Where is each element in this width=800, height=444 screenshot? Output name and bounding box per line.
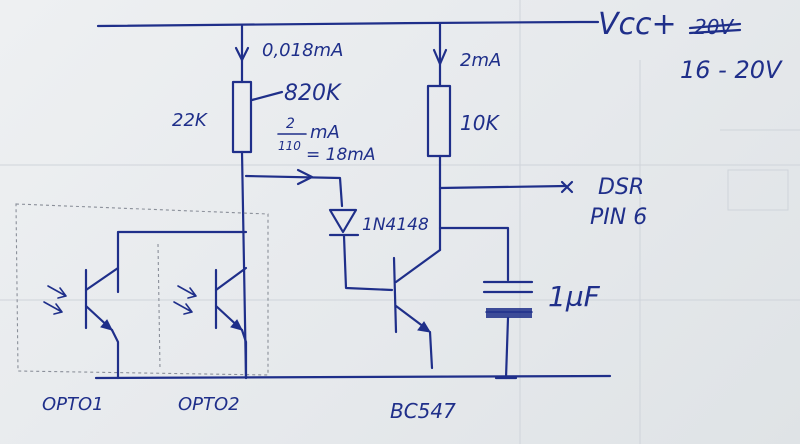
ground-rail — [94, 374, 612, 380]
opto2-label: OPTO2 — [178, 394, 240, 415]
diode-1n4148 — [328, 208, 394, 292]
current-arrow-left — [234, 46, 250, 62]
current-right-label: 2mA — [460, 50, 501, 71]
resistor-820k-leader — [250, 90, 284, 102]
resistor-820k-label: 820K — [284, 81, 342, 106]
current-arrow-diode — [296, 168, 314, 186]
resistor-22k-label: 22K — [172, 110, 208, 131]
capacitor-1uf — [482, 280, 534, 380]
opto1-light-arrows — [43, 285, 67, 315]
opto2-transistor — [173, 266, 248, 380]
dsr-terminal — [560, 180, 574, 194]
opto2-light-arrows — [173, 285, 197, 315]
vcc-range-label: 16 - 20V — [680, 56, 783, 84]
svg-text:= 18mA: = 18mA — [306, 145, 375, 165]
opto1-label: OPTO1 — [42, 394, 104, 415]
svg-text:110: 110 — [278, 139, 301, 153]
opto-box — [15, 203, 269, 376]
opto1-transistor — [43, 266, 120, 380]
pin-label: PIN 6 — [590, 205, 647, 230]
svg-text:2: 2 — [286, 116, 295, 132]
current-calculation: 2 110 mA = 18mA — [277, 116, 375, 165]
resistor-820k — [231, 80, 253, 154]
resistor-10k-label: 10K — [460, 111, 500, 135]
capacitor-label: 1µF — [548, 280, 601, 313]
current-arrow-right — [432, 48, 448, 66]
opto-collector-wire — [116, 230, 248, 294]
resistor-10k — [426, 84, 452, 158]
wire-to-diode — [244, 174, 344, 208]
svg-text:mA: mA — [310, 122, 340, 143]
bc547-transistor — [392, 248, 442, 370]
vcc-label: Vcc+ — [598, 7, 677, 42]
vcc-rail — [96, 20, 600, 28]
vcc-struck-value: 20V — [688, 15, 742, 39]
wire-dsr — [438, 184, 568, 190]
dsr-label: DSR — [598, 175, 644, 200]
diode-label: 1N4148 — [362, 215, 429, 235]
current-left-label: 0,018mA — [262, 40, 343, 61]
wire-to-cap — [438, 226, 510, 282]
transistor-label: BC547 — [390, 399, 456, 423]
